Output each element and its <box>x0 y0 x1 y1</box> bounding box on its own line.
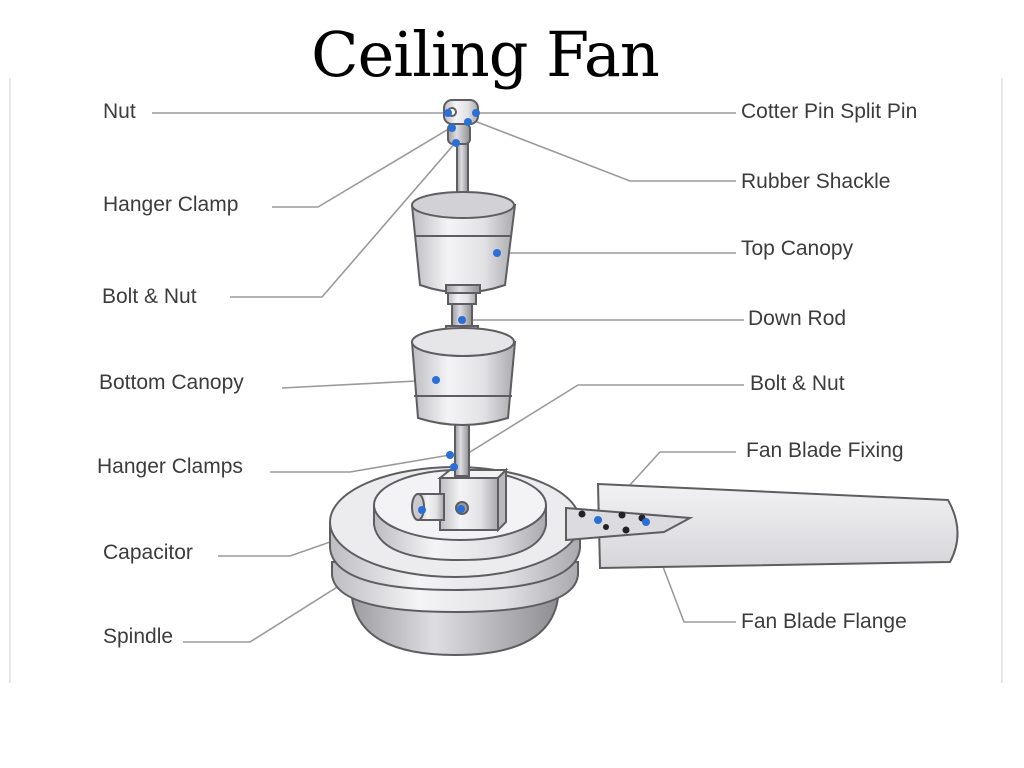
hanger-assembly <box>443 99 479 145</box>
marker-dots <box>418 109 650 526</box>
leader-rubber-shackle <box>471 119 736 182</box>
top-canopy <box>410 191 517 294</box>
label-bolt-nut-right: Bolt & Nut <box>750 372 845 395</box>
label-rubber-shackle: Rubber Shackle <box>741 170 891 193</box>
label-bottom-canopy: Bottom Canopy <box>99 371 244 394</box>
leader-bottom-canopy <box>281 379 437 389</box>
diagram-title: Ceiling Fan <box>311 18 660 91</box>
right-border-line <box>1001 78 1003 683</box>
label-cotter-pin-split-pin: Cotter Pin Split Pin <box>741 100 918 123</box>
label-fan-blade-flange: Fan Blade Flange <box>741 610 907 633</box>
leader-hanger-clamps <box>270 454 451 473</box>
fan-blade <box>565 482 959 570</box>
label-fan-blade-fixing: Fan Blade Fixing <box>746 439 904 462</box>
label-hanger-clamp: Hanger Clamp <box>103 193 239 216</box>
leader-bolt-nut-left <box>230 141 457 298</box>
label-top-canopy: Top Canopy <box>741 237 854 260</box>
label-bolt-nut-left: Bolt & Nut <box>102 285 197 308</box>
label-capacitor: Capacitor <box>103 541 193 564</box>
bottom-canopy <box>410 327 517 426</box>
label-spindle: Spindle <box>103 625 174 648</box>
fan-blade-flange-plate <box>565 506 694 542</box>
fan-motor-housing <box>329 466 581 657</box>
label-down-rod: Down Rod <box>748 307 847 330</box>
label-nut: Nut <box>103 100 136 123</box>
left-border-line <box>9 78 11 683</box>
label-hanger-clamps: Hanger Clamps <box>97 455 243 478</box>
mount-block <box>411 467 509 533</box>
leader-hanger-clamp <box>272 126 453 208</box>
leader-lines <box>152 112 744 643</box>
leader-bolt-nut-right <box>453 384 744 463</box>
